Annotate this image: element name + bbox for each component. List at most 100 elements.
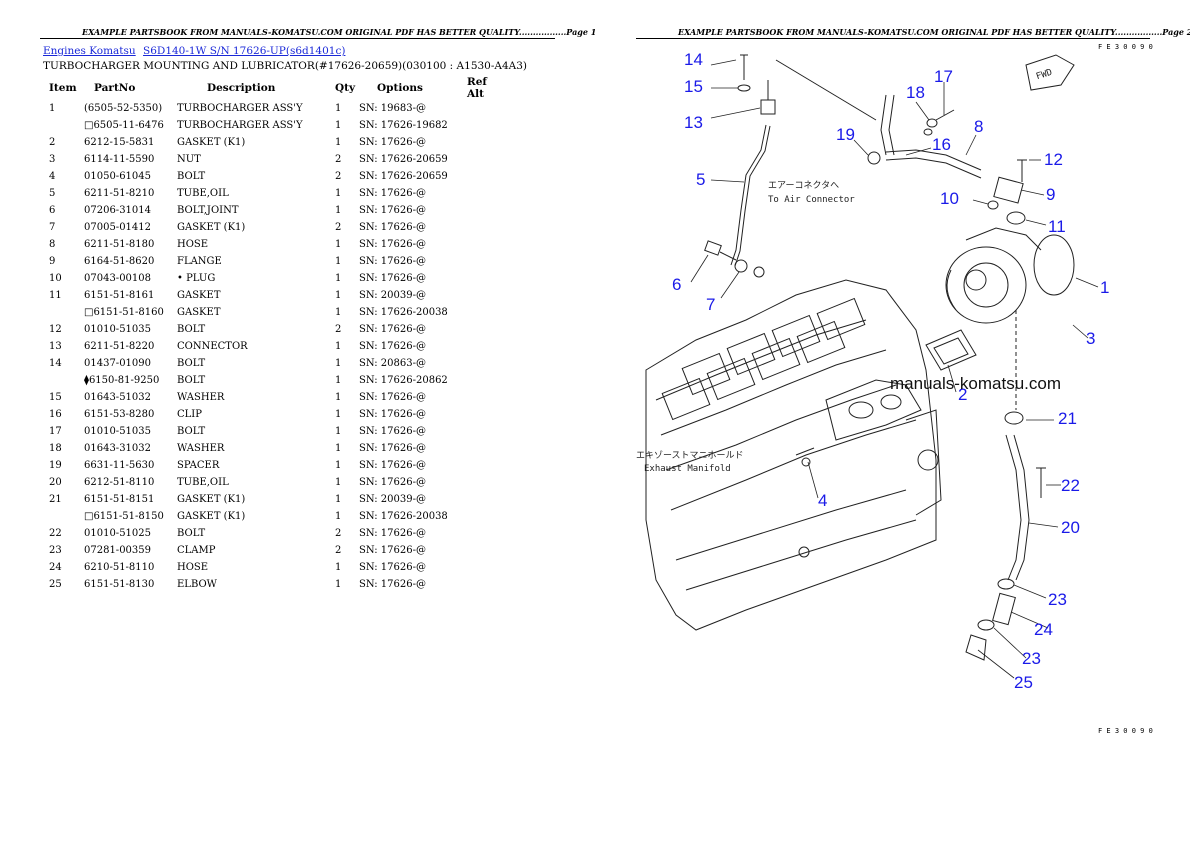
callout-19: 19 bbox=[836, 125, 855, 144]
cell-qty: 1 bbox=[335, 273, 342, 284]
cell-qty: 1 bbox=[335, 460, 342, 471]
breadcrumb-link-engines[interactable]: Engines Komatsu bbox=[43, 45, 136, 57]
air-connector-en-label: To Air Connector bbox=[768, 195, 855, 205]
callout-21: 21 bbox=[1058, 409, 1077, 428]
cell-description: NUT bbox=[177, 154, 201, 165]
cell-description: BOLT bbox=[177, 375, 206, 386]
callout-14: 14 bbox=[684, 50, 703, 69]
cell-item: 10 bbox=[49, 273, 62, 284]
cell-options: SN: 17626-@ bbox=[359, 239, 426, 250]
callout-4: 4 bbox=[818, 491, 827, 510]
col-header-partno: PartNo bbox=[94, 82, 136, 94]
cell-qty: 1 bbox=[335, 494, 342, 505]
cell-options: SN: 17626-20659 bbox=[359, 154, 448, 165]
cell-partno: 01010-51035 bbox=[84, 426, 152, 437]
cell-options: SN: 19683-@ bbox=[359, 103, 426, 114]
cell-item: 20 bbox=[49, 477, 62, 488]
cell-partno: 6210-51-8110 bbox=[84, 562, 155, 573]
cell-options: SN: 17626-@ bbox=[359, 426, 426, 437]
callout-22: 22 bbox=[1061, 476, 1080, 495]
page1-header: EXAMPLE PARTSBOOK FROM MANUALS-KOMATSU.C… bbox=[82, 27, 597, 37]
cell-options: SN: 17626-@ bbox=[359, 460, 426, 471]
callout-2: 2 bbox=[958, 385, 967, 404]
cell-partno: 07281-00359 bbox=[84, 545, 152, 556]
cell-item: 24 bbox=[49, 562, 62, 573]
cell-description: TUBE,OIL bbox=[177, 188, 229, 199]
cell-partno: 01010-51025 bbox=[84, 528, 152, 539]
cell-description: CLIP bbox=[177, 409, 202, 420]
cell-qty: 1 bbox=[335, 511, 342, 522]
cell-refalt bbox=[467, 202, 507, 219]
cell-description: BOLT bbox=[177, 171, 206, 182]
cell-partno: 07043-00108 bbox=[84, 273, 152, 284]
callout-6: 6 bbox=[672, 275, 681, 294]
parts-table: Item PartNo Description Qty Options Ref … bbox=[43, 76, 507, 593]
figure-code-top: F E 3 0 0 9 0 bbox=[1098, 43, 1153, 51]
cell-item: 18 bbox=[49, 443, 62, 454]
cell-refalt bbox=[467, 355, 507, 372]
cell-partno: 6631-11-5630 bbox=[84, 460, 155, 471]
cell-description: GASKET bbox=[177, 307, 221, 318]
callout-23b: 23 bbox=[1022, 649, 1041, 668]
cell-refalt bbox=[467, 151, 507, 168]
cell-qty: 1 bbox=[335, 341, 342, 352]
cell-description: TUBE,OIL bbox=[177, 477, 229, 488]
callout-20: 20 bbox=[1061, 518, 1080, 537]
breadcrumb: Engines Komatsu S6D140-1W S/N 17626-UP(s… bbox=[43, 45, 345, 57]
cell-qty: 1 bbox=[335, 579, 342, 590]
cell-item: 16 bbox=[49, 409, 62, 420]
callout-12: 12 bbox=[1044, 150, 1063, 169]
cell-item bbox=[43, 304, 84, 321]
cell-options: SN: 20039-@ bbox=[359, 290, 426, 301]
cell-item: 23 bbox=[49, 545, 62, 556]
cell-qty: 1 bbox=[335, 409, 342, 420]
cell-item bbox=[43, 372, 84, 389]
cell-item: 14 bbox=[49, 358, 62, 369]
cell-description: GASKET (K1) bbox=[177, 137, 246, 148]
cell-description: BOLT bbox=[177, 426, 206, 437]
cell-options: SN: 17626-@ bbox=[359, 273, 426, 284]
cell-item: 11 bbox=[49, 290, 62, 301]
cell-options: SN: 17626-@ bbox=[359, 545, 426, 556]
callout-11: 11 bbox=[1048, 217, 1066, 236]
callout-15: 15 bbox=[684, 77, 703, 96]
cell-qty: 1 bbox=[335, 205, 342, 216]
cell-qty: 1 bbox=[335, 290, 342, 301]
cell-description: BOLT bbox=[177, 324, 206, 335]
callout-1: 1 bbox=[1100, 278, 1109, 297]
cell-item: 13 bbox=[49, 341, 62, 352]
breadcrumb-link-model[interactable]: S6D140-1W S/N 17626-UP(s6d1401c) bbox=[143, 45, 346, 57]
cell-refalt bbox=[467, 525, 507, 542]
cell-qty: 1 bbox=[335, 426, 342, 437]
cell-refalt bbox=[467, 542, 507, 559]
callout-8: 8 bbox=[974, 117, 983, 136]
callout-13: 13 bbox=[684, 113, 703, 132]
cell-options: SN: 17626-@ bbox=[359, 205, 426, 216]
callout-5: 5 bbox=[696, 170, 705, 189]
cell-qty: 2 bbox=[335, 545, 342, 556]
cell-refalt bbox=[467, 491, 507, 508]
cell-qty: 2 bbox=[335, 324, 342, 335]
cell-refalt bbox=[467, 389, 507, 406]
cell-item: 25 bbox=[49, 579, 62, 590]
cell-item: 3 bbox=[49, 154, 56, 165]
cell-item: 6 bbox=[49, 205, 56, 216]
cell-partno: 07206-31014 bbox=[84, 205, 152, 216]
cell-item: 1 bbox=[49, 103, 56, 114]
cell-item: 15 bbox=[49, 392, 62, 403]
cell-partno: 6164-51-8620 bbox=[84, 256, 155, 267]
cell-refalt bbox=[467, 134, 507, 151]
cell-qty: 1 bbox=[335, 375, 342, 386]
cell-refalt bbox=[467, 406, 507, 423]
cell-description: HOSE bbox=[177, 239, 209, 250]
cell-options: SN: 17626-@ bbox=[359, 528, 426, 539]
